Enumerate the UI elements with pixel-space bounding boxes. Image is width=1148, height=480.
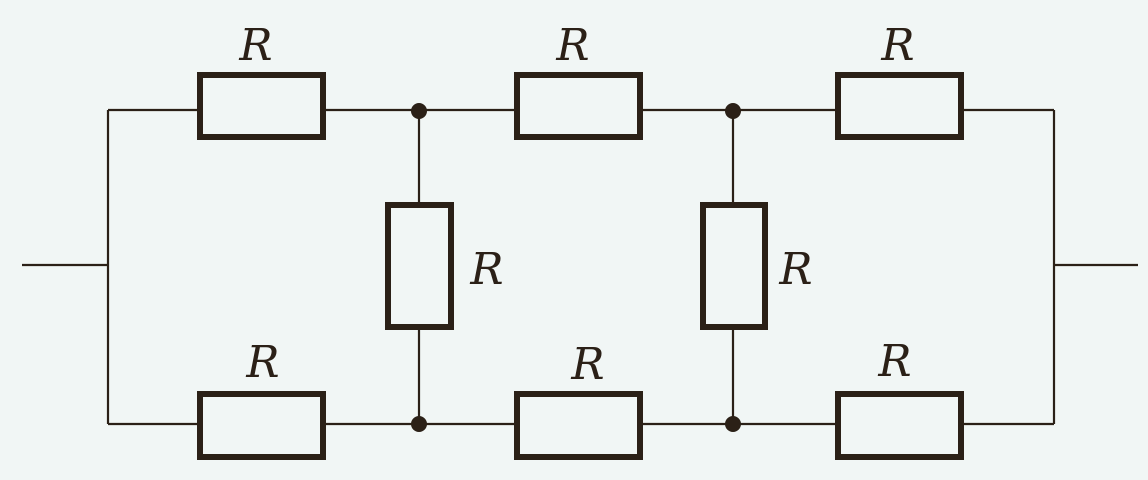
resistor-bottom-middle: [514, 391, 643, 460]
resistor-top-right: [835, 72, 964, 140]
label-bottom-left: R: [245, 337, 279, 388]
label-top-right: R: [880, 20, 914, 71]
resistor-top-middle: [514, 72, 643, 140]
label-top-left: R: [238, 20, 272, 71]
resistor-bottom-left: [197, 391, 326, 460]
label-bottom-middle: R: [570, 339, 604, 390]
junction-dot: [411, 416, 427, 432]
resistor-top-left: [197, 72, 326, 140]
label-bottom-right: R: [877, 336, 911, 387]
junction-dot: [725, 416, 741, 432]
junction-dot: [411, 103, 427, 119]
resistor-bottom-right: [835, 391, 964, 460]
resistor-bridge-right: [700, 202, 768, 330]
label-bridge-left: R: [469, 244, 503, 295]
label-top-middle: R: [555, 20, 589, 71]
junction-dot: [725, 103, 741, 119]
label-bridge-right: R: [778, 244, 812, 295]
resistor-bridge-left: [385, 202, 454, 330]
